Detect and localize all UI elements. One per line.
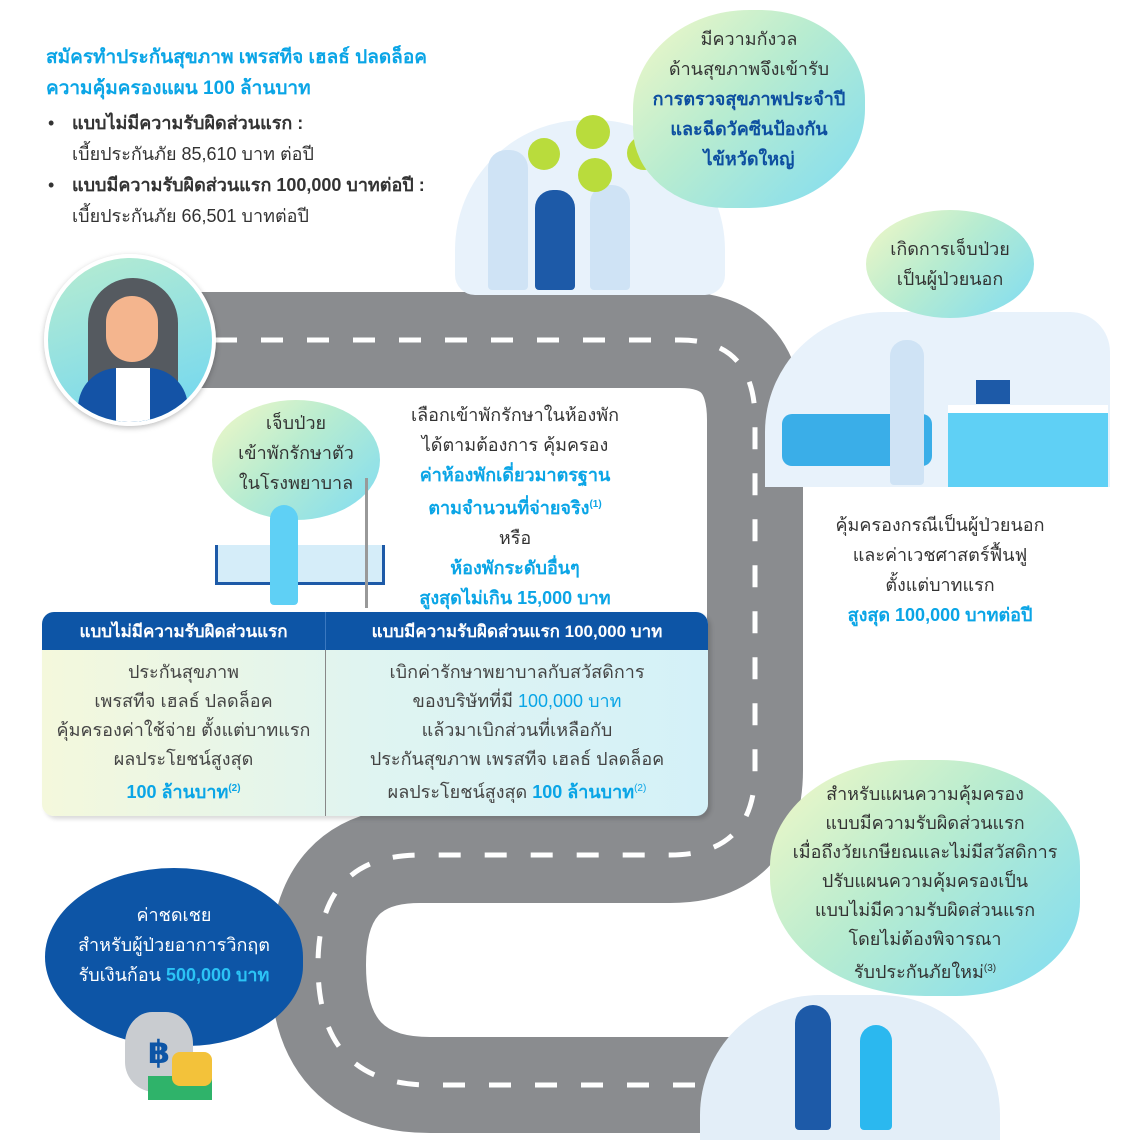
checkup-line: ด้านสุขภาพจึงเข้ารับ	[668, 59, 830, 79]
room-highlight: สูงสุดไม่เกิน 15,000 บาท	[419, 588, 611, 608]
footnote-ref: (2)	[228, 783, 241, 794]
avatar	[44, 254, 216, 426]
cell-line: คุ้มครองค่าใช้จ่าย ตั้งแต่บาทแรก	[56, 720, 311, 740]
baht-symbol: ฿	[147, 1034, 171, 1070]
cell-line: เพรสทีจ เฮลธ์ ปลดล็อค	[94, 691, 273, 711]
reception-desk	[948, 405, 1108, 487]
retire-line: เมื่อถึงวัยเกษียณและไม่มีสวัสดิการ	[792, 842, 1058, 862]
cell-highlight: 100,000 บาท	[518, 691, 622, 711]
cell-highlight: 100 ล้านบาท	[126, 782, 229, 802]
checkup-highlight: การตรวจสุขภาพประจำปี	[652, 89, 846, 109]
doctor-illustration	[590, 185, 630, 290]
table-header-no-deductible: แบบไม่มีความรับผิดส่วนแรก	[42, 612, 326, 650]
doctor-illustration	[488, 150, 528, 290]
checkup-bubble	[633, 10, 865, 208]
table-header-deductible: แบบมีความรับผิดส่วนแรก 100,000 บาท	[371, 621, 663, 641]
cell-line: ของบริษัทที่มี	[412, 691, 518, 711]
nurse-illustration	[270, 505, 298, 605]
doctor-illustration	[890, 340, 924, 485]
retire-line: โดยไม่ต้องพิจารณา	[848, 929, 1002, 949]
checkup-line: มีความกังวล	[700, 29, 798, 49]
room-highlight: ห้องพักระดับอื่นๆ	[450, 558, 580, 578]
critical-line: ค่าชดเชย	[136, 905, 212, 925]
inpatient-bubble-text: เจ็บป่วย เข้าพักรักษาตัว ในโรงพยาบาล	[212, 408, 380, 498]
iv-stand	[365, 478, 368, 608]
checkup-highlight: ไข้หวัดใหญ่	[703, 149, 795, 169]
bubble-line: เป็นผู้ป่วยนอก	[896, 269, 1004, 289]
bubble-line: เจ็บป่วย	[265, 413, 327, 433]
inpatient-bubble	[212, 400, 380, 520]
bubble-line: เข้าพักรักษาตัว	[238, 443, 354, 463]
plan-heading: แบบไม่มีความรับผิดส่วนแรก :	[72, 113, 304, 133]
room-line: ได้ตามต้องการ คุ้มครอง	[421, 435, 609, 455]
footnote-ref: (3)	[983, 963, 997, 974]
checkup-highlight: และฉีดวัคซีนป้องกัน	[670, 119, 828, 139]
heart-icon	[576, 115, 610, 149]
park-illustration-bg	[700, 995, 1000, 1140]
retire-line: แบบไม่มีความรับผิดส่วนแรก	[814, 900, 1036, 920]
desc-line: และค่าเวชศาสตร์ฟื้นฟู	[852, 545, 1028, 565]
footnote-ref: (1)	[589, 499, 602, 510]
intro-title-2: ความคุ้มครองแผน 100 ล้านบาท	[46, 78, 311, 99]
runner-illustration	[860, 1025, 892, 1130]
cell-highlight: 100 ล้านบาท	[532, 782, 635, 802]
plan-item: แบบมีความรับผิดส่วนแรก 100,000 บาทต่อปี …	[46, 170, 466, 232]
outpatient-description: คุ้มครองกรณีเป็นผู้ป่วยนอก และค่าเวชศาสต…	[800, 510, 1080, 630]
bubble-line: ในโรงพยาบาล	[238, 473, 354, 493]
plan-item: แบบไม่มีความรับผิดส่วนแรก : เบี้ยประกันภ…	[46, 108, 466, 170]
critical-text: ค่าชดเชย สำหรับผู้ป่วยอาการวิกฤต รับเงิน…	[45, 900, 303, 990]
critical-amount: 500,000 บาท	[165, 965, 270, 985]
intro-title-1: สมัครทำประกันสุขภาพ เพรสทีจ เฮลธ์ ปลดล็อ…	[46, 47, 427, 68]
hospital-bed-illustration	[215, 545, 385, 585]
retire-bubble	[770, 760, 1080, 996]
room-highlight: ค่าห้องพักเดี่ยวมาตรฐาน	[419, 465, 611, 485]
plan-premium: เบี้ยประกันภัย 66,501 บาทต่อปี	[72, 206, 309, 226]
critical-line: สำหรับผู้ป่วยอาการวิกฤต	[78, 935, 270, 955]
room-or: หรือ	[498, 528, 532, 548]
checkup-text: มีความกังวล ด้านสุขภาพจึงเข้ารับ การตรวจ…	[633, 24, 865, 174]
outpatient-bubble	[866, 210, 1034, 318]
runner-illustration	[795, 1005, 831, 1130]
cell-line: ผลประโยชน์สูงสุด	[387, 782, 533, 802]
retire-text: สำหรับแผนความคุ้มครอง แบบมีความรับผิดส่ว…	[770, 780, 1080, 987]
retire-line: แบบมีความรับผิดส่วนแรก	[825, 813, 1025, 833]
room-coverage-text: เลือกเข้าพักรักษาในห้องพัก ได้ตามต้องการ…	[380, 400, 650, 613]
retire-line: สำหรับแผนความคุ้มครอง	[826, 784, 1024, 804]
cell-line: ประกันสุขภาพ เพรสทีจ เฮลธ์ ปลดล็อค	[369, 749, 665, 769]
drop-icon	[578, 158, 612, 192]
computer-monitor	[976, 380, 1010, 404]
cell-line: ประกันสุขภาพ	[127, 662, 240, 682]
cell-line: ผลประโยชน์สูงสุด	[113, 749, 254, 769]
intro-section: สมัครทำประกันสุขภาพ เพรสทีจ เฮลธ์ ปลดล็อ…	[46, 42, 466, 232]
outpatient-bubble-text: เกิดการเจ็บป่วย เป็นผู้ป่วยนอก	[866, 234, 1034, 294]
footnote-ref: (2)	[634, 783, 647, 794]
coins-icon	[172, 1052, 212, 1086]
cell-line: เบิกค่ารักษาพยาบาลกับสวัสดิการ	[389, 662, 645, 682]
table-cell-deductible: เบิกค่ารักษาพยาบาลกับสวัสดิการ ของบริษัท…	[326, 650, 708, 816]
cell-line: แล้วมาเบิกส่วนที่เหลือกับ	[421, 720, 613, 740]
plan-heading: แบบมีความรับผิดส่วนแรก 100,000 บาทต่อปี …	[72, 175, 425, 195]
plan-premium: เบี้ยประกันภัย 85,610 บาท ต่อปี	[72, 144, 314, 164]
table-cell-no-deductible: ประกันสุขภาพ เพรสทีจ เฮลธ์ ปลดล็อค คุ้มค…	[42, 650, 326, 816]
comparison-table: แบบไม่มีความรับผิดส่วนแรก แบบมีความรับผิ…	[42, 612, 708, 816]
desc-line: ตั้งแต่บาทแรก	[885, 575, 995, 595]
retire-line: ปรับแผนความคุ้มครองเป็น	[821, 871, 1029, 891]
retire-line: รับประกันภัยใหม่	[853, 962, 984, 982]
joint-icon	[528, 138, 560, 170]
room-highlight: ตามจำนวนที่จ่ายจริง	[428, 498, 590, 518]
bubble-line: เกิดการเจ็บป่วย	[890, 239, 1010, 259]
desc-highlight: สูงสุด 100,000 บาทต่อปี	[847, 605, 1033, 625]
critical-line: รับเงินก้อน	[78, 965, 166, 985]
room-line: เลือกเข้าพักรักษาในห้องพัก	[410, 405, 620, 425]
desc-line: คุ้มครองกรณีเป็นผู้ป่วยนอก	[835, 515, 1045, 535]
patient-illustration	[535, 190, 575, 290]
